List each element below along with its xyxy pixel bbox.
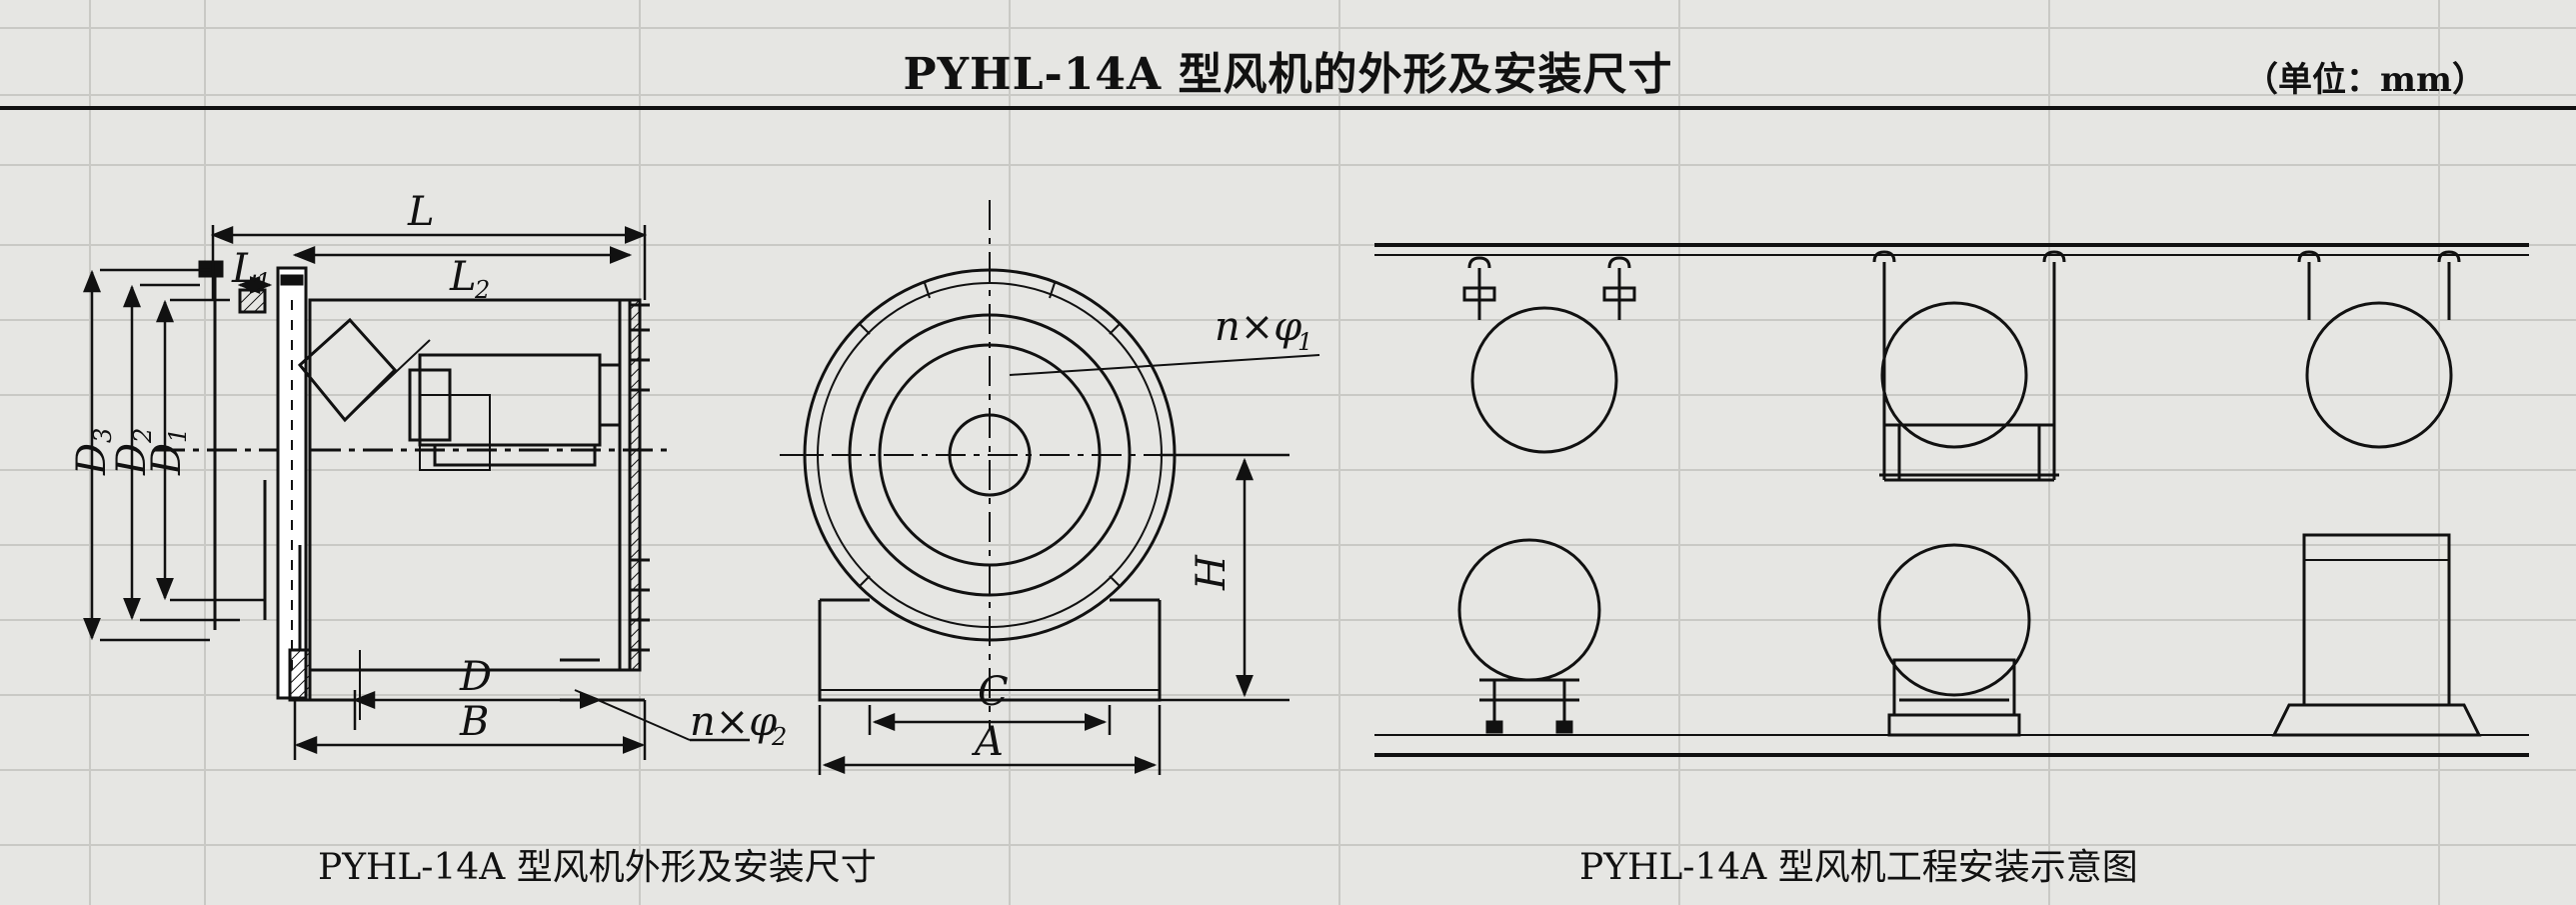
side-view-dimensions bbox=[83, 225, 750, 760]
front-view-labels: n×φ 1 H C A bbox=[971, 304, 1312, 765]
label-A: A bbox=[971, 719, 1004, 765]
label-H: H bbox=[1189, 554, 1235, 591]
caption-left: PYHL-14A 型风机外形及安装尺寸 bbox=[318, 847, 877, 888]
floor-fan-saddle bbox=[1877, 543, 2031, 737]
hanging-fan-rods bbox=[2297, 250, 2461, 449]
caption-right: PYHL-14A 型风机工程安装示意图 bbox=[1579, 847, 2138, 888]
front-view bbox=[780, 200, 1320, 730]
label-D: D bbox=[459, 654, 492, 700]
label-C: C bbox=[978, 669, 1009, 715]
label-n-phi1-sub: 1 bbox=[1297, 328, 1312, 356]
label-D1: D bbox=[144, 443, 190, 476]
label-B: B bbox=[459, 699, 489, 745]
label-D3-sub: 3 bbox=[89, 428, 117, 443]
unit-note: （单位：mm） bbox=[2244, 60, 2486, 100]
label-D2-sub: 2 bbox=[129, 428, 157, 444]
label-L: L bbox=[407, 189, 435, 235]
side-view bbox=[155, 260, 691, 741]
label-n-phi2-sub: 2 bbox=[771, 723, 787, 751]
floor-fan-feet bbox=[1457, 538, 1601, 734]
label-D1-sub: 1 bbox=[164, 428, 192, 443]
installation-schematic bbox=[1374, 243, 2529, 757]
front-view-dimensions bbox=[818, 453, 1289, 775]
floor-fan-box bbox=[2271, 533, 2482, 737]
label-n-phi1: n×φ bbox=[1215, 304, 1301, 350]
label-L1: L bbox=[231, 246, 259, 292]
hanging-fan-hooks bbox=[1462, 256, 1636, 454]
label-n-phi2: n×φ bbox=[690, 699, 777, 745]
label-L1-sub: 1 bbox=[256, 268, 271, 296]
label-D3: D bbox=[69, 443, 115, 476]
label-D2: D bbox=[109, 443, 155, 476]
page-title: PYHL-14A 型风机的外形及安装尺寸 bbox=[903, 49, 1673, 100]
hanging-fan-cradle bbox=[1872, 250, 2066, 482]
label-L2-sub: 2 bbox=[474, 276, 490, 304]
label-L2: L bbox=[449, 254, 477, 300]
side-view-labels: L L 1 L 2 D B n×φ 2 D 3 D 2 D 1 bbox=[69, 189, 787, 751]
